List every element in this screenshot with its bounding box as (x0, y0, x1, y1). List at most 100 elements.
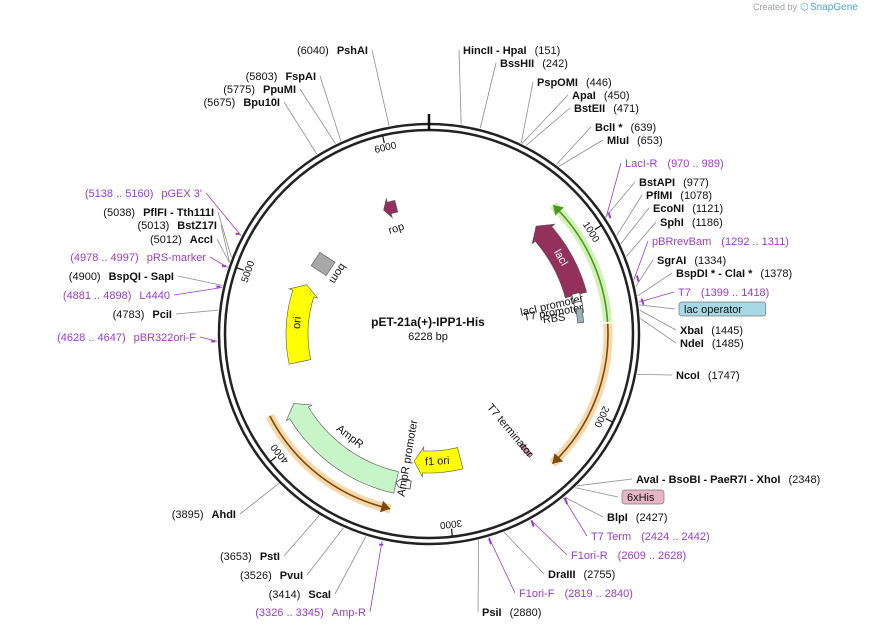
primer-label: T7(1399 .. 1418) (638, 287, 770, 305)
tick-label: 5000 (240, 259, 258, 284)
site-position: (3653) (220, 551, 252, 563)
site-label: XbaI(1445) (639, 309, 743, 337)
site-text: (5038) PflFI - Tth111I (103, 207, 214, 219)
leader-line (488, 537, 516, 594)
site-position: (4783) (113, 309, 145, 321)
enzyme-name: BlpI (607, 512, 628, 524)
primer-label: T7 Term(2424 .. 2442) (563, 497, 710, 543)
site-label: (4783)PciI (113, 309, 219, 321)
site-label: DraIII(2755) (503, 531, 615, 581)
site-position: (1399 .. 1418) (701, 287, 770, 299)
primer-name: L4440 (139, 290, 170, 302)
site-text: (4881 .. 4898)L4440 (63, 290, 170, 302)
enzyme-name: MluI (607, 135, 629, 147)
site-position: (5675) (204, 97, 236, 109)
site-text: (5775)PpuMI (223, 84, 296, 96)
site-position: (970 .. 989) (667, 158, 723, 170)
tick-mark (269, 456, 277, 463)
watermark-brand: SnapGene (810, 2, 858, 13)
site-position: (151) (535, 45, 561, 57)
site-position: (471) (613, 103, 639, 115)
enzyme-name: SphI (660, 217, 684, 229)
leader-line (563, 497, 588, 537)
ori-arrow (285, 284, 319, 365)
site-text: BstAPI (977) (639, 177, 709, 189)
site-text: NdeI(1485) (680, 338, 744, 350)
primer-name: T7 Term (591, 531, 631, 543)
enzyme-name: XbaI (680, 325, 703, 337)
leader-line (334, 536, 367, 595)
site-position: (653) (637, 135, 663, 147)
rop-label: rop (387, 221, 406, 237)
enzyme-name: EcoNI (653, 203, 684, 215)
orf-arrowhead (552, 453, 564, 464)
site-labels: HincII - HpaI(151)BssHII(242)PspOMI(446)… (57, 45, 820, 619)
primer-label: (4978 .. 4997)pRS-marker (70, 252, 228, 268)
site-position: (4628 .. 4647) (57, 332, 126, 344)
orf-arrowhead (553, 205, 564, 216)
enzyme-name: HincII - HpaI (463, 45, 527, 57)
feature-lacI: lacI (531, 223, 587, 299)
enzyme-name: Bpu10I (243, 97, 280, 109)
primer-name: F1ori-F (519, 588, 555, 600)
site-text: XbaI(1445) (680, 325, 743, 337)
leader-line (220, 224, 230, 263)
site-label: (3414) ScaI (269, 536, 367, 601)
leader-line (173, 287, 223, 296)
site-label: (5038) PflFI - Tth111I (103, 207, 232, 258)
leader-line (640, 318, 677, 344)
orf-glow (549, 323, 613, 467)
enzyme-name: PpuMI (263, 84, 296, 96)
leader-line (638, 304, 676, 310)
enzyme-name: BstAPI (639, 177, 675, 189)
site-text: MluI (653) (607, 135, 663, 147)
enzyme-name: ScaI (308, 589, 331, 601)
site-text: BlpI (2427) (607, 512, 668, 524)
leader-line (530, 519, 568, 556)
primer-label: F1ori-R(2609 .. 2628) (530, 519, 686, 562)
leader-line (558, 139, 604, 167)
tick-mark (235, 266, 244, 271)
enzyme-name: PstI (260, 551, 280, 563)
feature-ampr: AmpR (285, 403, 399, 494)
site-text: (5013)BstZ17I (137, 220, 217, 232)
site-text: ApaI(450) (572, 90, 630, 102)
site-label: BspDI * - ClaI *(1378) (637, 268, 792, 297)
leader-line (503, 531, 545, 575)
box-label: lac operator (684, 304, 742, 316)
orf-arcs (265, 201, 613, 514)
site-position: (5803) (246, 71, 278, 83)
enzyme-name: SgrAI (657, 255, 686, 267)
enzyme-name: PflFI - Tth111I (143, 207, 214, 219)
site-position: (6040) (297, 45, 329, 57)
enzyme-name: BspDI * - ClaI * (676, 268, 753, 280)
primer-name: F1ori-R (571, 550, 608, 562)
site-position: (2348) (788, 474, 820, 486)
site-label: BclI *(639) (556, 122, 656, 165)
leader-line (479, 62, 497, 129)
plasmid-name: pET-21a(+)-IPP1-His (371, 315, 485, 329)
leader-line (216, 238, 230, 263)
site-position: (3526) (240, 570, 272, 582)
site-label: PflMI(1078) (616, 190, 712, 236)
leader-line (239, 483, 279, 515)
site-position: (2427) (636, 512, 668, 524)
feature-box-21: 6xHis (575, 487, 665, 505)
site-position: (5038) (103, 207, 135, 219)
site-position: (977) (683, 177, 709, 189)
site-text: EcoNI(1121) (653, 203, 723, 215)
primer-name: Amp-R (332, 607, 366, 619)
enzyme-name: AccI (190, 234, 213, 246)
enzyme-name: BclI * (595, 122, 623, 134)
primer-mark (640, 298, 645, 305)
site-text: (3326 .. 3345)Amp-R (255, 607, 366, 619)
leader-line (299, 88, 336, 145)
lacI-arrow (531, 223, 587, 299)
site-position: (3414) (269, 589, 301, 601)
enzyme-name: AvaI - BsoBI - PaeR7I - XhoI (636, 474, 780, 486)
enzyme-name: BstEII (574, 103, 605, 115)
site-position: (5013) (137, 220, 169, 232)
leader-line (520, 81, 534, 144)
ampr-arrow (285, 403, 399, 494)
